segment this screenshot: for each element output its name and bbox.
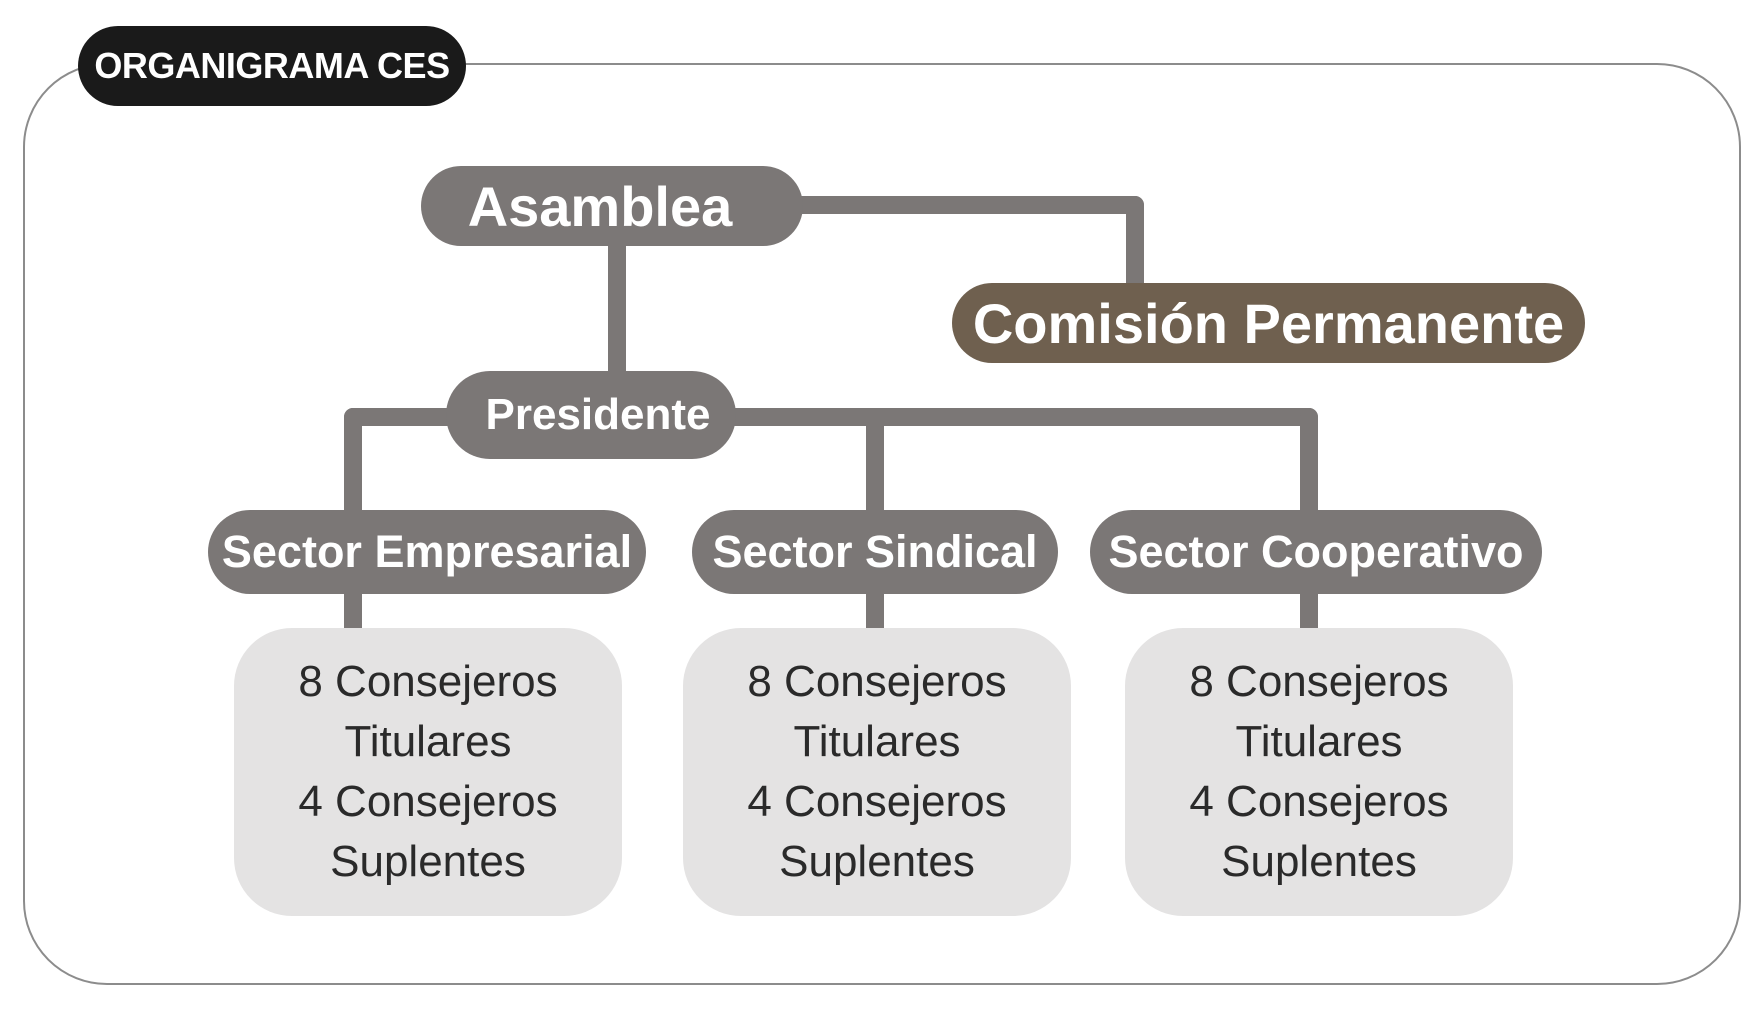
node-comision-permanente: Comisión Permanente <box>952 283 1585 363</box>
connector-sindical-members <box>866 585 884 635</box>
members-line: 8 Consejeros <box>1189 657 1449 706</box>
members-line: Titulares <box>1235 717 1403 766</box>
connector-cooperativo-members <box>1300 585 1318 635</box>
diagram-title: ORGANIGRAMA CES <box>78 26 466 106</box>
connector-to-empresarial <box>344 408 362 520</box>
node-sector-empresarial: Sector Empresarial <box>208 510 646 594</box>
members-box-cooperativo: 8 Consejeros Titulares 4 Consejeros Supl… <box>1125 628 1513 916</box>
connector-to-sindical <box>866 408 884 520</box>
members-line: 8 Consejeros <box>298 657 558 706</box>
members-line: Titulares <box>344 717 512 766</box>
members-line: Suplentes <box>779 837 975 886</box>
members-line: Titulares <box>793 717 961 766</box>
members-line: 4 Consejeros <box>747 777 1007 826</box>
members-line: 4 Consejeros <box>298 777 558 826</box>
members-box-sindical: 8 Consejeros Titulares 4 Consejeros Supl… <box>683 628 1071 916</box>
members-line: 8 Consejeros <box>747 657 1007 706</box>
connector-asamblea-comision-h <box>780 196 1144 214</box>
members-line: Suplentes <box>330 837 526 886</box>
connector-asamblea-presidente <box>608 230 626 380</box>
connector-to-cooperativo <box>1300 408 1318 520</box>
connector-asamblea-comision-v <box>1126 196 1144 292</box>
members-box-empresarial: 8 Consejeros Titulares 4 Consejeros Supl… <box>234 628 622 916</box>
members-line: 4 Consejeros <box>1189 777 1449 826</box>
connector-presidente-left <box>344 408 474 426</box>
node-asamblea: Asamblea <box>421 166 803 246</box>
node-sector-cooperativo: Sector Cooperativo <box>1090 510 1542 594</box>
node-sector-sindical: Sector Sindical <box>692 510 1058 594</box>
node-presidente: Presidente <box>446 371 736 459</box>
connector-empresarial-members <box>344 585 362 635</box>
members-line: Suplentes <box>1221 837 1417 886</box>
connector-presidente-right <box>700 408 1318 426</box>
